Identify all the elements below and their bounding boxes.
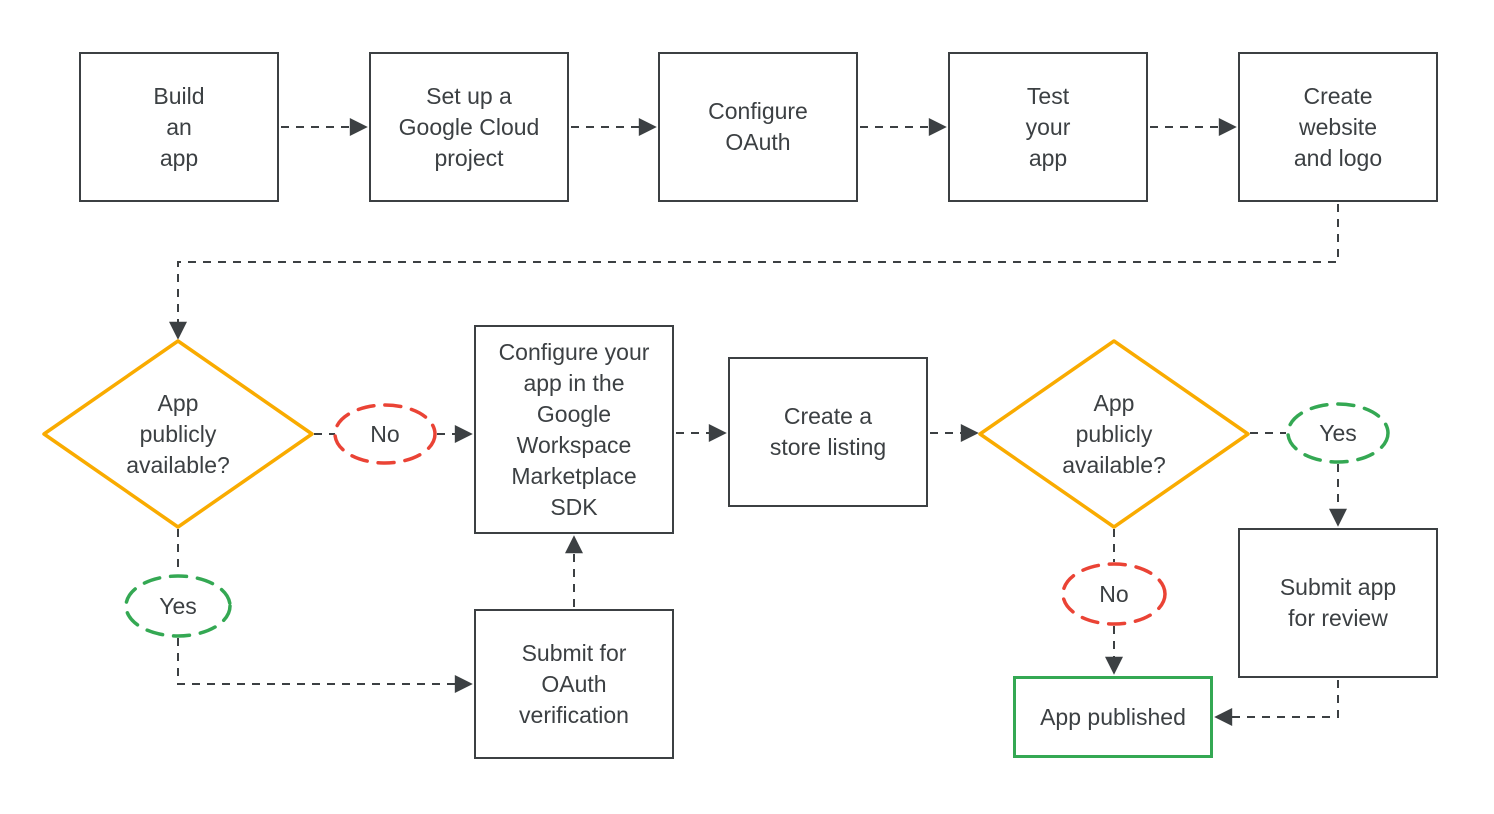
node-create-store-listing: Create a store listing	[728, 357, 928, 507]
node-app-published-label: App published	[1040, 703, 1186, 730]
node-submit-oauth-verification-label: Submit for OAuth verification	[519, 639, 629, 728]
node-submit-app-review-label: Submit app for review	[1279, 574, 1397, 631]
node-create-website-logo-label: Create website and logo	[1293, 82, 1383, 171]
node-test-app: Test your app	[948, 52, 1148, 202]
node-setup-cloud-project-label: Set up a Google Cloud project	[398, 82, 540, 171]
node-app-published: App published	[1013, 676, 1213, 758]
yes-left-badge-shape	[124, 574, 232, 638]
node-configure-oauth: Configure OAuth	[658, 52, 858, 202]
connector-yes-to-submit-oauth	[177, 638, 473, 693]
connector-submit-review-to-app-published	[1214, 680, 1339, 726]
connector-website-to-decision-left	[169, 204, 1339, 340]
node-setup-cloud-project: Set up a Google Cloud project	[369, 52, 569, 202]
node-build-app: Build an app	[79, 52, 279, 202]
no-left-badge-shape	[333, 403, 437, 465]
decision-right-shape	[978, 339, 1250, 529]
node-configure-marketplace-sdk: Configure your app in the Google Workspa…	[474, 325, 674, 534]
node-create-website-logo: Create website and logo	[1238, 52, 1438, 202]
yes-right-badge-shape	[1286, 402, 1390, 464]
node-configure-marketplace-sdk-label: Configure your app in the Google Workspa…	[498, 338, 650, 520]
node-test-app-label: Test your app	[1025, 82, 1071, 171]
decision-left-shape	[42, 339, 314, 529]
node-submit-app-review: Submit app for review	[1238, 528, 1438, 678]
node-create-store-listing-label: Create a store listing	[769, 403, 887, 460]
no-right-badge-shape	[1061, 562, 1167, 626]
node-build-app-label: Build an app	[153, 82, 205, 171]
node-configure-oauth-label: Configure OAuth	[708, 98, 808, 155]
node-submit-oauth-verification: Submit for OAuth verification	[474, 609, 674, 759]
